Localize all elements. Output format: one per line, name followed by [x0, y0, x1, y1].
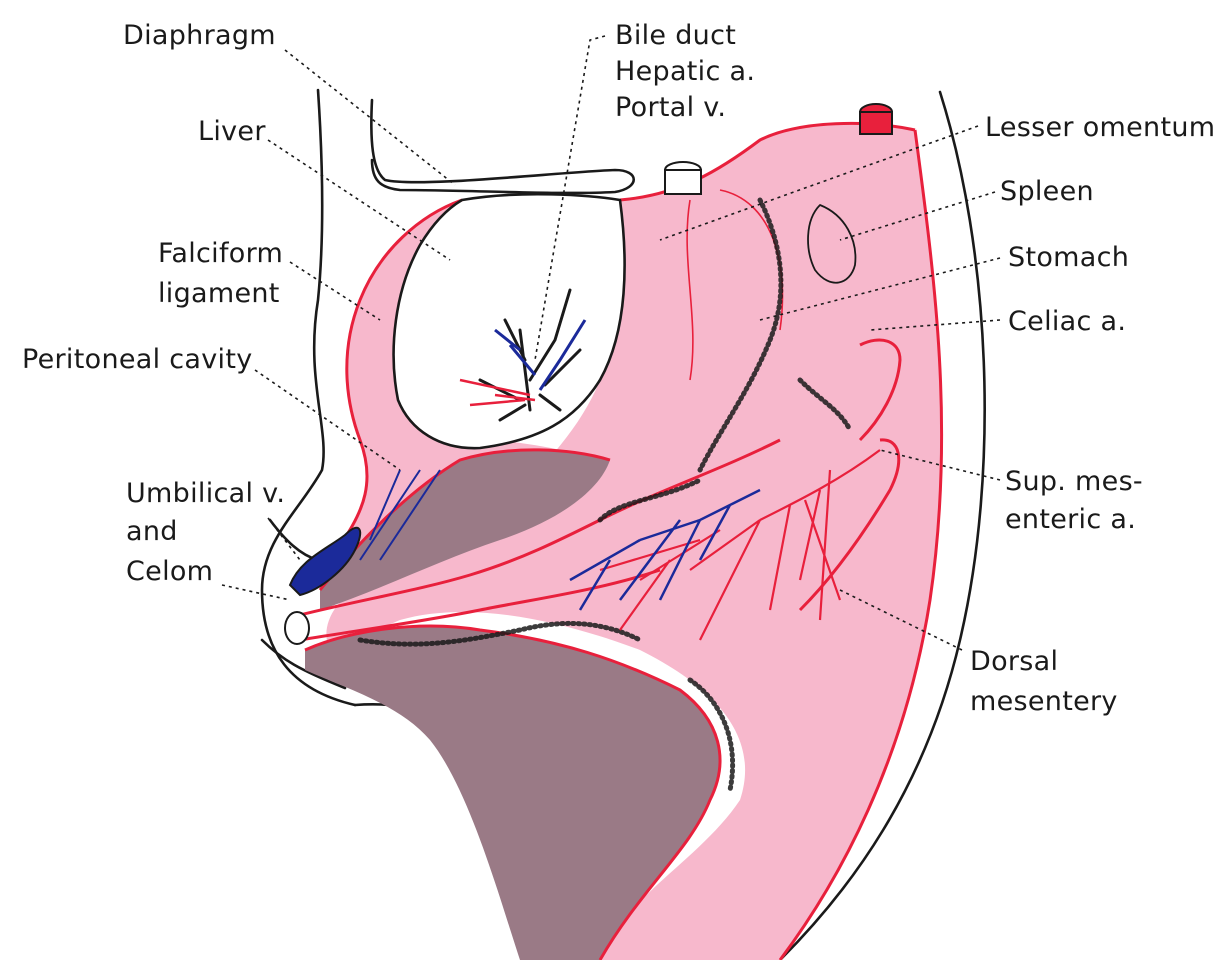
falciform-fill	[323, 200, 560, 585]
label-spleen: Spleen	[1000, 176, 1094, 207]
gut-tube-lower-outline	[299, 568, 661, 642]
label-stomach: Stomach	[1008, 242, 1129, 273]
diaphragm-outline	[370, 98, 635, 195]
label-dorsal-2: mesentery	[970, 686, 1118, 717]
label-umbilical-3: Celom	[126, 556, 213, 587]
label-falciform-2: ligament	[158, 278, 280, 309]
vessel-stubs	[284, 103, 893, 645]
falciform-veins	[359, 469, 441, 561]
peritoneal-cavity-fill	[320, 449, 610, 610]
gut-tube-end	[284, 611, 310, 645]
label-hepatic-a: Hepatic a.	[615, 56, 755, 87]
stipple-stomach	[697, 197, 784, 473]
gut-tube-outline	[299, 438, 781, 617]
cavity-lower-outline	[304, 624, 722, 960]
vessels	[359, 288, 881, 641]
label-liver: Liver	[198, 116, 266, 147]
leader-spleen	[839, 191, 996, 241]
label-lesser-omentum: Lesser omentum	[985, 112, 1215, 143]
label-diaphragm: Diaphragm	[123, 20, 276, 51]
label-celiac-a: Celiac a.	[1008, 306, 1126, 337]
dorsal-mesentery-outline	[778, 129, 944, 960]
leader-lines	[221, 35, 1001, 651]
leader-diaphragm	[284, 49, 456, 186]
stipple-gut	[357, 620, 643, 647]
leader-bile	[534, 35, 606, 361]
label-falciform-1: Falciform	[158, 238, 283, 269]
lower-celom-fill	[305, 626, 720, 960]
portal-tree	[478, 288, 582, 422]
leader-liver	[267, 139, 451, 261]
mesenteric-veins	[569, 488, 761, 611]
label-umbilical-1: Umbilical v.	[126, 478, 285, 509]
stipple-lower	[687, 677, 736, 793]
stippling	[357, 197, 853, 793]
label-sup-mes-1: Sup. mes-	[1005, 466, 1143, 497]
liver-outline	[392, 192, 626, 450]
leader-lesser-omentum	[659, 125, 979, 241]
ventral-body-wall-outline	[260, 88, 357, 707]
label-umbilical-2: and	[126, 516, 178, 547]
esophagus-stub-body	[664, 169, 702, 195]
portal-vein-branches	[494, 319, 587, 391]
labels: Diaphragm Liver Falciform ligament Perit…	[22, 20, 1215, 717]
stipple-celiac	[797, 377, 853, 433]
leader-umbilical	[267, 517, 301, 561]
label-dorsal-1: Dorsal	[970, 646, 1058, 677]
cavity-upper-outline	[318, 448, 611, 591]
celom	[305, 449, 720, 960]
label-portal-v: Portal v.	[615, 92, 726, 123]
spleen-outline	[807, 204, 857, 284]
umbilical-vein	[288, 526, 362, 597]
stipple-mid	[597, 477, 703, 523]
label-bile-duct: Bile duct	[615, 20, 736, 51]
celiac-region-outline	[858, 338, 902, 442]
leader-peritoneal	[254, 369, 401, 471]
label-sup-mes-2: enteric a.	[1005, 504, 1136, 535]
dorsal-body-wall-outline	[778, 90, 986, 960]
sma-tree	[599, 449, 881, 641]
label-peritoneal-cavity: Peritoneal cavity	[22, 344, 253, 375]
mesentery-mass	[323, 123, 942, 960]
leader-dorsal-mesentery	[839, 589, 963, 651]
hepatic-artery-branches	[459, 378, 536, 407]
liver-fill	[393, 194, 625, 449]
dorsal-mesentery-fill	[326, 123, 942, 960]
leader-celiac	[869, 319, 1001, 331]
aorta-stub-body	[859, 111, 893, 135]
leader-celom	[221, 584, 291, 601]
